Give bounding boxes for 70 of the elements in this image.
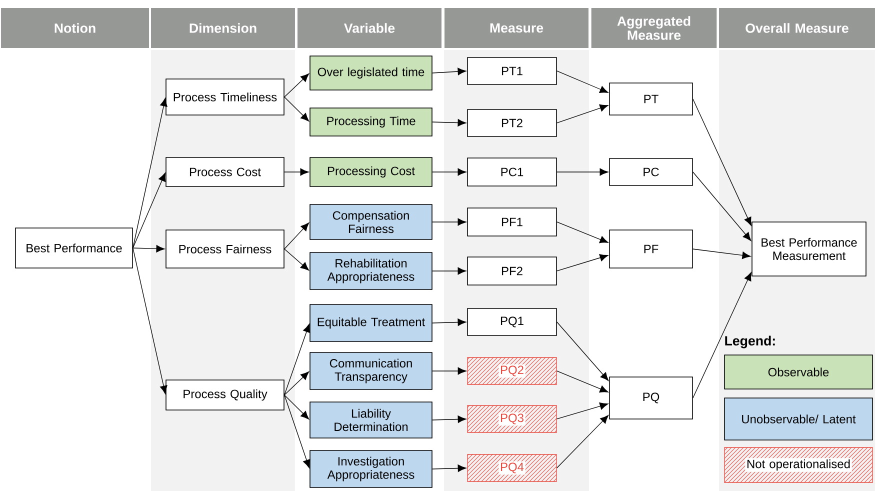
measure-box: PC1 xyxy=(467,158,557,186)
arrow xyxy=(556,254,608,272)
column-header: Overall Measure xyxy=(719,8,875,48)
measure-box: Best Performance Measurement xyxy=(752,222,866,276)
arrow xyxy=(432,119,466,126)
latent-box: Equitable Treatment xyxy=(310,304,432,342)
column-header: Aggregated Measure xyxy=(591,8,717,48)
measure-box: PQ1 xyxy=(467,308,557,336)
observable-box: Over legislated time xyxy=(310,56,432,90)
measure-box: PT xyxy=(609,82,693,116)
observable-box: Processing Time xyxy=(310,108,432,136)
arrow xyxy=(132,98,168,248)
measure-box: Process Quality xyxy=(166,380,284,410)
arrow xyxy=(432,168,466,176)
arrow xyxy=(556,370,608,393)
arrow xyxy=(432,416,466,423)
arrow xyxy=(556,322,609,381)
latent-box: Rehabilitation Appropriateness xyxy=(310,252,432,290)
arrow xyxy=(556,415,609,468)
measure-box: PF1 xyxy=(467,208,557,236)
hatched-box: PQ2 xyxy=(467,357,557,385)
measure-box: PQ xyxy=(609,376,693,420)
arrow xyxy=(284,324,310,396)
column-header: Variable xyxy=(298,8,442,48)
arrow xyxy=(432,68,466,76)
arrow xyxy=(432,218,466,226)
arrow xyxy=(284,96,310,122)
arrow xyxy=(132,172,166,248)
measure-box: PF2 xyxy=(467,256,557,286)
arrow xyxy=(284,372,310,396)
measure-box: PT1 xyxy=(467,57,557,85)
arrow xyxy=(432,464,466,472)
arrow xyxy=(284,168,309,176)
arrow xyxy=(284,74,310,98)
arrow xyxy=(284,394,310,468)
legend-title: Legend: xyxy=(725,336,775,348)
column-header: Dimension xyxy=(151,8,295,48)
hatched-box: PQ3 xyxy=(467,405,557,433)
arrow xyxy=(284,222,310,250)
measure-box: PC xyxy=(609,158,693,186)
arrow xyxy=(692,272,752,398)
arrow xyxy=(556,402,608,420)
arrow xyxy=(432,267,466,275)
column-header: Notion xyxy=(1,8,149,48)
measure-box: Process Timeliness xyxy=(166,78,284,116)
arrow xyxy=(556,70,608,93)
measure-box: PF xyxy=(609,230,693,268)
arrow xyxy=(132,248,168,394)
arrow xyxy=(284,394,310,420)
latent-box: Compensation Fairness xyxy=(310,204,432,240)
arrow xyxy=(284,248,310,271)
arrow xyxy=(432,318,466,326)
arrow xyxy=(692,248,751,260)
observable-box: Processing Cost xyxy=(310,157,432,187)
arrow xyxy=(132,245,165,252)
measure-box: Process Fairness xyxy=(166,230,284,268)
arrow xyxy=(432,367,466,375)
hatched-box: PQ4 xyxy=(467,454,557,482)
measure-box: Best Performance xyxy=(15,228,133,268)
latent-box: Investigation Appropriateness xyxy=(310,450,432,488)
arrow xyxy=(556,222,608,244)
arrow xyxy=(556,168,608,176)
latent-box: Communication Transparency xyxy=(310,352,432,390)
column-header: Measure xyxy=(444,8,588,48)
arrow xyxy=(692,172,752,241)
measure-box: Process Cost xyxy=(166,157,284,187)
arrow xyxy=(556,104,608,124)
arrow xyxy=(692,98,752,226)
latent-box: Liability Determination xyxy=(310,402,432,438)
measure-box: PT2 xyxy=(467,109,557,137)
